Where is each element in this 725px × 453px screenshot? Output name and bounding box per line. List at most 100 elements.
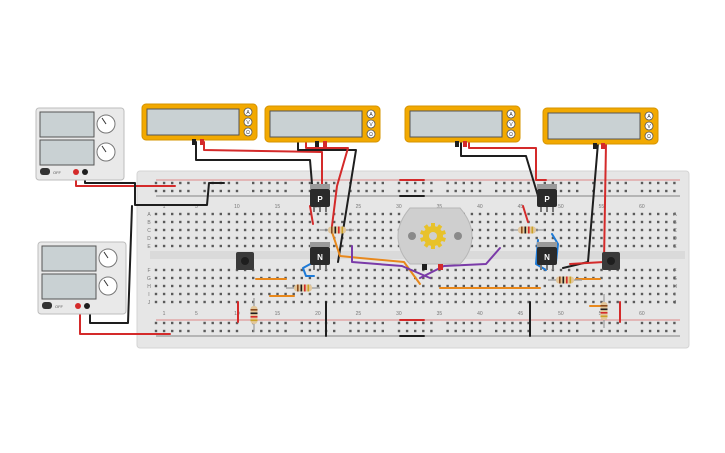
- power-supply-1[interactable]: OFF: [35, 107, 125, 181]
- row-letter: A: [147, 212, 151, 218]
- supply-terminal-positive[interactable]: [75, 303, 81, 309]
- row-letter: J: [674, 300, 677, 306]
- multimeter-mode-button[interactable]: [506, 119, 516, 129]
- transistor-p-3[interactable]: P: [537, 184, 557, 212]
- transistors: P N P N: [310, 184, 557, 270]
- pushbutton-right[interactable]: [602, 252, 620, 270]
- resistors: [250, 226, 608, 332]
- transistor-n-4[interactable]: N: [537, 242, 557, 270]
- transistor-p-1[interactable]: P: [310, 184, 330, 212]
- supply-power-switch[interactable]: [42, 302, 52, 309]
- multimeter-mode-button[interactable]: [506, 109, 516, 119]
- pushbutton-left[interactable]: [236, 252, 254, 270]
- multimeter-screen: [409, 110, 503, 138]
- lower-terminal-row-3: [154, 292, 676, 296]
- transistor-label: P: [317, 195, 323, 204]
- row-letter: E: [673, 244, 677, 250]
- multimeter-mode-label: V: [369, 122, 373, 128]
- transistor-n-2[interactable]: N: [310, 242, 330, 270]
- supply-terminal-negative[interactable]: [84, 303, 90, 309]
- column-number-top: 15: [275, 204, 281, 210]
- multimeter-1[interactable]: AVΩ: [141, 103, 258, 145]
- motor-screw-left: [408, 232, 416, 240]
- probe-black: [455, 141, 459, 147]
- multimeter-mode-label: A: [647, 114, 651, 120]
- row-letter: I: [674, 292, 675, 298]
- multimeter-4[interactable]: AVΩ: [542, 107, 659, 149]
- column-number-bottom: 5: [195, 311, 198, 317]
- row-letter: B: [147, 220, 151, 226]
- wire-meter2-red[interactable]: [305, 139, 349, 227]
- multimeter-mode-label: A: [509, 112, 513, 118]
- column-number-bottom: 1: [163, 311, 166, 317]
- wire-supply2-positive[interactable]: [79, 307, 171, 335]
- multimeter-mode-button[interactable]: [644, 121, 654, 131]
- multimeter-2[interactable]: AVΩ: [264, 105, 381, 147]
- wire-meter1-black[interactable]: [195, 141, 314, 197]
- wire-p2-red[interactable]: [522, 205, 529, 223]
- power-supplies: OFF OFF: [35, 107, 127, 315]
- multimeter-mode-button[interactable]: [366, 129, 376, 139]
- multimeter-mode-button[interactable]: [366, 119, 376, 129]
- wire-blue-left[interactable]: [302, 261, 315, 277]
- row-letter: A: [673, 212, 677, 218]
- column-number-top: 55: [599, 204, 605, 210]
- multimeter-mode-label: Ω: [246, 130, 250, 136]
- multimeter-mode-button[interactable]: [243, 107, 253, 117]
- wire-supply1-negative[interactable]: [84, 172, 225, 206]
- supply-switch-label: OFF: [53, 170, 62, 175]
- column-number-top: 45: [518, 204, 524, 210]
- wire-p1-red[interactable]: [309, 205, 314, 225]
- column-number-bottom: 15: [275, 311, 281, 317]
- resistor-vertical-right[interactable]: [600, 294, 608, 328]
- column-number-top: 30: [396, 204, 402, 210]
- supply-terminal-positive[interactable]: [73, 169, 79, 175]
- wire-purple-right[interactable]: [419, 247, 501, 279]
- row-letter: D: [147, 236, 151, 242]
- multimeter-mode-button[interactable]: [644, 131, 654, 141]
- column-number-bottom: 30: [396, 311, 402, 317]
- multimeter-mode-label: V: [647, 124, 651, 130]
- multimeter-mode-button[interactable]: [506, 129, 516, 139]
- column-number-bottom: 60: [639, 311, 645, 317]
- probe-red: [463, 141, 467, 147]
- wire-meter3-black[interactable]: [460, 141, 539, 197]
- resistor-bottom-left[interactable]: [286, 284, 320, 292]
- supply-power-switch[interactable]: [40, 168, 50, 175]
- bottom-rail-holes-1: [154, 329, 676, 333]
- row-letter: J: [148, 300, 151, 306]
- probe-black: [593, 143, 597, 149]
- wire-meter3-red[interactable]: [468, 141, 547, 181]
- multimeter-mode-label: A: [369, 112, 373, 118]
- multimeter-mode-label: Ω: [509, 132, 513, 138]
- probe-black: [192, 139, 196, 145]
- wire-meter2-black[interactable]: [297, 139, 357, 263]
- multimeter-3[interactable]: AVΩ: [404, 105, 521, 147]
- wire-meter1-red[interactable]: [203, 141, 323, 197]
- multimeter-mode-button[interactable]: [243, 117, 253, 127]
- wire-supply2-negative[interactable]: [89, 205, 133, 324]
- multimeter-screen: [547, 112, 641, 140]
- resistor-top-left[interactable]: [320, 226, 354, 234]
- probe-red: [323, 141, 327, 147]
- column-number-top: 25: [356, 204, 362, 210]
- multimeter-mode-button[interactable]: [644, 111, 654, 121]
- row-letter: G: [673, 276, 677, 282]
- resistor-vertical-left[interactable]: [250, 298, 258, 332]
- resistor-bottom-right[interactable]: [548, 276, 582, 284]
- resistor-top-right[interactable]: [510, 226, 544, 234]
- power-supply-2[interactable]: OFF: [37, 241, 127, 315]
- multimeter-mode-button[interactable]: [366, 109, 376, 119]
- supply-terminal-negative[interactable]: [82, 169, 88, 175]
- row-letter: H: [147, 284, 151, 290]
- resistor-icon: [556, 276, 574, 284]
- multimeter-mode-button[interactable]: [243, 127, 253, 137]
- row-letter: B: [673, 220, 677, 226]
- row-letter: G: [147, 276, 151, 282]
- dc-motor[interactable]: [397, 207, 473, 270]
- pushbutton-icon: [607, 257, 615, 265]
- column-number-bottom: 50: [558, 311, 564, 317]
- wire-purple-left[interactable]: [351, 245, 431, 279]
- supply-display-current: [41, 273, 97, 300]
